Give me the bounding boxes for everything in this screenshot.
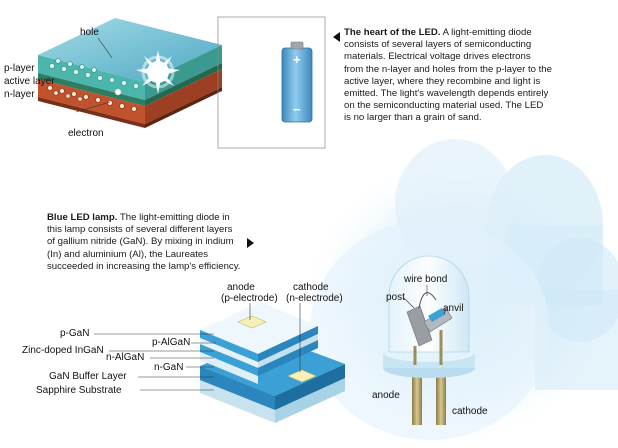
label-hole: hole <box>80 27 99 38</box>
label-lamp-anode: anode <box>372 390 400 401</box>
top-leader-lines <box>75 37 113 113</box>
label-cathode-sub: (n-electrode) <box>286 293 343 304</box>
label-n-gan: n-GaN <box>154 362 184 373</box>
label-anode-sub: (p-electrode) <box>221 293 278 304</box>
chip-stack <box>200 302 345 423</box>
led-lamp <box>383 255 475 425</box>
label-p-gan: p-GaN <box>60 328 90 339</box>
top-caption: The heart of the LED. A light-emitting d… <box>344 27 552 125</box>
label-gan-buffer: GaN Buffer Layer <box>49 371 127 382</box>
label-lamp-cathode: cathode <box>452 406 488 417</box>
label-anvil: anvil <box>443 303 464 314</box>
battery-plus: + <box>293 52 301 67</box>
label-wire-bond: wire bond <box>404 274 448 285</box>
label-p-layer: p-layer <box>4 63 35 74</box>
bottom-caption: Blue LED lamp. The light-emitting diode … <box>47 212 243 273</box>
hole-dots <box>49 58 139 89</box>
battery-circuit <box>217 16 326 149</box>
caption-pointer-icon <box>333 32 340 42</box>
label-anode: anode <box>227 282 255 293</box>
light-burst <box>136 50 180 94</box>
semiconductor-slab <box>38 18 222 128</box>
bottom-caption-title: Blue LED lamp. <box>47 212 118 223</box>
label-p-algan: p-AlGaN <box>152 337 191 348</box>
chip-leader-lines <box>94 303 301 391</box>
label-cathode: cathode <box>293 282 329 293</box>
label-sapphire: Sapphire Substrate <box>36 385 122 396</box>
battery-minus: − <box>293 102 301 117</box>
label-post: post <box>386 292 405 303</box>
top-caption-body: A light-emitting diode consists of sever… <box>344 27 552 124</box>
label-electron: electron <box>68 128 104 139</box>
label-active-layer: active layer <box>4 76 55 87</box>
label-zinc-ingan: Zinc-doped InGaN <box>22 345 104 356</box>
electron-dots <box>47 85 137 112</box>
label-n-layer: n-layer <box>4 89 35 100</box>
bottom-caption-pointer-icon <box>247 238 254 248</box>
recombination-dot <box>114 88 122 96</box>
label-n-algan: n-AlGaN <box>106 352 145 363</box>
top-caption-title: The heart of the LED. <box>344 27 441 38</box>
lamp-leader-lines <box>403 285 447 315</box>
background-glow <box>300 139 618 448</box>
bottom-caption-body: The light-emitting diode in this lamp co… <box>47 212 241 272</box>
